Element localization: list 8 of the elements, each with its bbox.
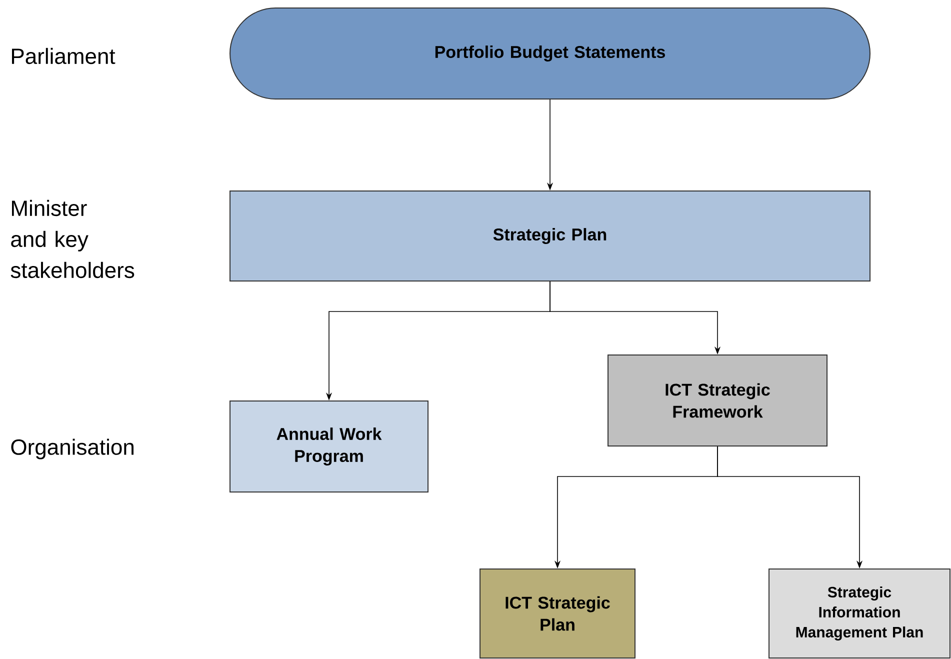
process-box: ICT Strategic Plan bbox=[480, 568, 636, 658]
row-label: Organisation bbox=[11, 438, 134, 460]
process-box: ICT Strategic Framework bbox=[608, 354, 828, 446]
process-box: Strategic Plan bbox=[230, 190, 870, 282]
process-box: Annual Work Program bbox=[230, 400, 428, 492]
row-label: Parliament bbox=[12, 48, 116, 64]
process-box: Strategic Information Management Plan bbox=[768, 568, 950, 658]
row-label: Minister and key stakeholders bbox=[10, 200, 134, 278]
